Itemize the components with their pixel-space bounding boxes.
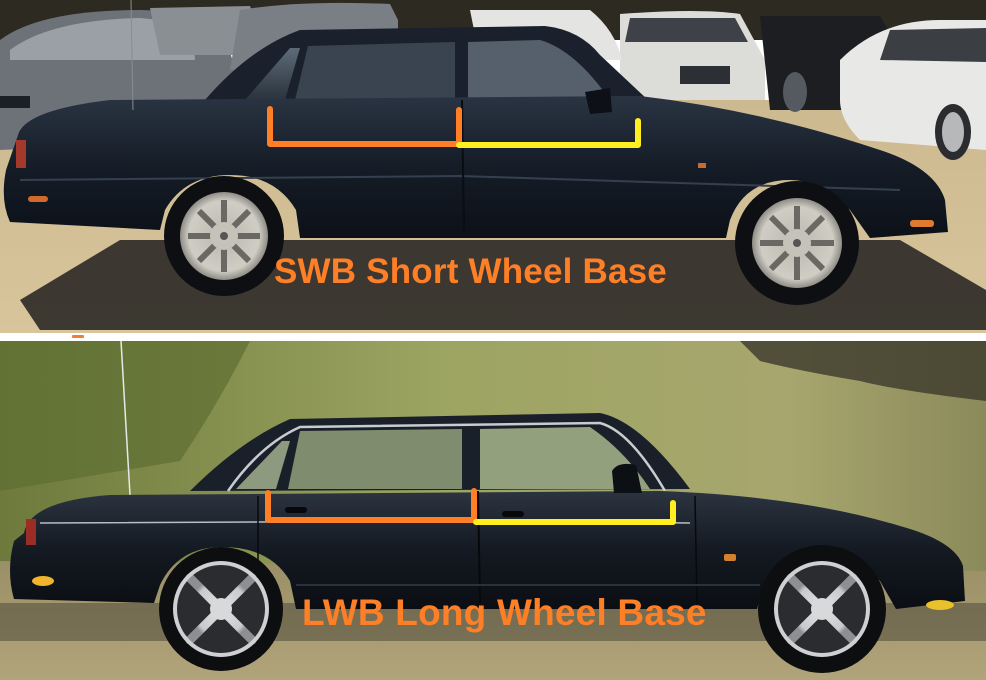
swb-rear-door-bracket bbox=[267, 106, 462, 147]
lwb-jaguar-car bbox=[10, 413, 965, 610]
background-car-white-audi bbox=[620, 11, 765, 100]
lwb-front-wheel bbox=[758, 545, 886, 673]
swb-photo bbox=[0, 0, 986, 333]
swb-front-door-bracket bbox=[456, 118, 641, 148]
panel-divider bbox=[0, 333, 986, 341]
lwb-rear-door-bracket bbox=[265, 488, 477, 523]
swb-jaguar-car bbox=[3, 0, 948, 238]
background-car-white-coupe bbox=[840, 20, 986, 160]
lwb-caption: LWB Long Wheel Base bbox=[302, 592, 707, 633]
divider-mark bbox=[72, 335, 84, 338]
antenna bbox=[120, 341, 131, 496]
swb-photo-panel: SWB Short Wheel Base bbox=[0, 0, 986, 333]
swb-caption: SWB Short Wheel Base bbox=[274, 252, 667, 291]
lwb-rear-wheel bbox=[159, 547, 283, 671]
lwb-front-door-bracket bbox=[473, 500, 676, 525]
lwb-photo-panel: LWB Long Wheel Base bbox=[0, 341, 986, 680]
swb-rear-wheel bbox=[164, 176, 284, 296]
lwb-photo bbox=[0, 341, 986, 680]
swb-front-wheel bbox=[735, 181, 859, 305]
